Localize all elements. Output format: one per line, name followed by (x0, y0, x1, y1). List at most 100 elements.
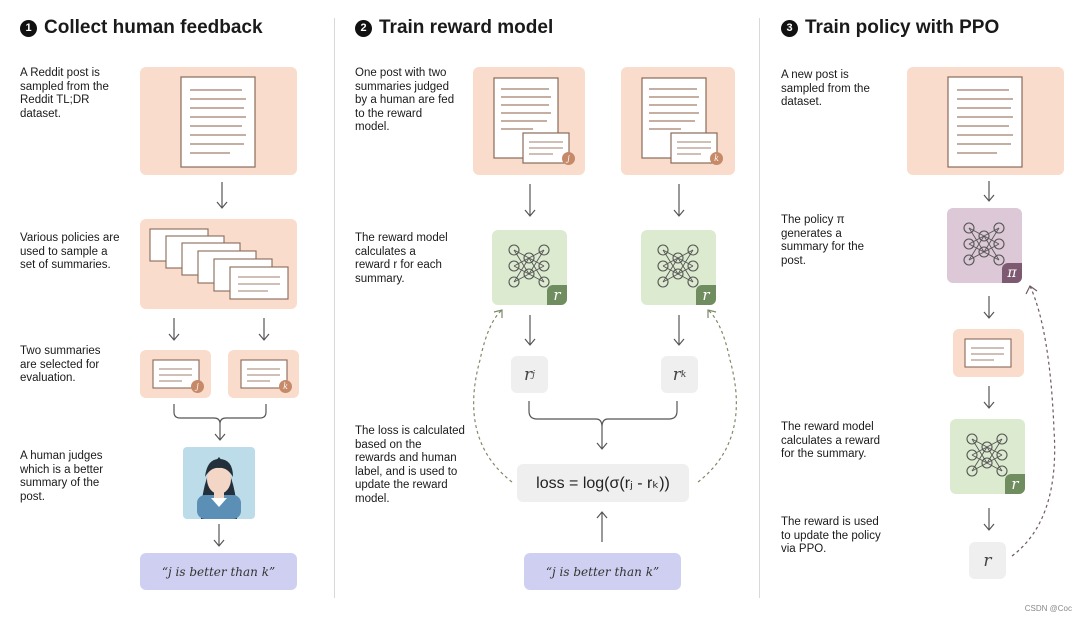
document-with-summary-icon (641, 77, 718, 164)
network-edge (513, 249, 530, 259)
reward-model-j: r (492, 230, 567, 305)
network-node (657, 260, 669, 272)
description-text: One post with two summaries judged by a … (355, 67, 455, 133)
network-node (657, 276, 669, 288)
network-node (981, 441, 993, 453)
network-edge (968, 235, 985, 245)
network-edge (662, 257, 679, 267)
arrow-down-icon (168, 318, 180, 341)
network-node (508, 276, 520, 288)
network-edge (986, 462, 1003, 472)
ppo-update-arrow (1011, 285, 1056, 557)
post-with-summary-k: k (621, 67, 735, 175)
summary-k-badge: k (279, 380, 292, 393)
post-with-summary-j: j (473, 67, 585, 175)
arrow-down-icon (673, 315, 685, 346)
step-number-badge: 1 (20, 19, 37, 37)
network-node (508, 244, 520, 256)
loss-formula-box: loss = log(σ(rⱼ - rₖ)) (517, 464, 689, 502)
network-node (687, 244, 699, 256)
network-edge (513, 273, 530, 283)
description-text: The loss is calculated based on the rewa… (355, 425, 465, 505)
network-edge (528, 265, 545, 275)
human-judge-avatar (183, 447, 255, 519)
network-node (996, 449, 1008, 461)
reward-badge: r (1005, 474, 1025, 494)
network-edge (971, 438, 988, 448)
neural-network-icon (963, 222, 1005, 266)
description-text: The reward is used to update the policy … (781, 516, 881, 555)
network-node (523, 252, 535, 264)
reward-symbol: r (672, 364, 681, 385)
network-node (966, 465, 978, 477)
description-text: Two summaries are selected for evaluatio… (20, 345, 101, 384)
sampled-summaries-card (140, 219, 297, 309)
network-node (657, 244, 669, 256)
policy-badge: π (1002, 263, 1022, 283)
reward-badge: r (547, 285, 567, 305)
person-icon (197, 457, 241, 519)
network-edge (983, 251, 1000, 261)
arrow-down-icon (524, 184, 536, 217)
network-node (687, 260, 699, 272)
network-node (966, 433, 978, 445)
network-node (963, 254, 975, 266)
summary-icon (964, 338, 1012, 368)
merge-bracket-icon (173, 404, 267, 441)
network-edge (983, 243, 1000, 253)
update-feedback-arrow (697, 309, 737, 483)
network-node (966, 449, 978, 461)
arrow-down-icon (983, 386, 995, 409)
human-label-box: “j is better than k” (140, 553, 297, 590)
reward-badge: r (696, 285, 716, 305)
arrow-down-icon (983, 296, 995, 319)
network-node (993, 254, 1005, 266)
network-edge (971, 446, 988, 456)
network-node (508, 260, 520, 272)
network-node (672, 252, 684, 264)
network-edge (986, 454, 1003, 464)
neural-network-icon (508, 244, 550, 288)
step-2-heading: 2 Train reward model (355, 17, 553, 39)
network-edge (677, 249, 694, 259)
description-text: The reward model calculates a reward r f… (355, 232, 448, 285)
network-node (978, 246, 990, 258)
network-edge (968, 227, 985, 237)
network-node (993, 222, 1005, 234)
network-node (993, 238, 1005, 250)
description-text: The policy π generates a summary for the… (781, 214, 865, 267)
new-post-card (907, 67, 1064, 175)
network-node (996, 465, 1008, 477)
network-node (978, 230, 990, 242)
network-edge (528, 273, 545, 283)
arrow-down-icon (524, 315, 536, 346)
network-node (981, 457, 993, 469)
summary-k-badge: k (710, 152, 723, 165)
step-number-badge: 2 (355, 19, 372, 37)
summary-j-badge: j (562, 152, 575, 165)
step-number-badge: 3 (781, 19, 798, 37)
reddit-post-card (140, 67, 297, 175)
column-divider (759, 18, 760, 598)
network-edge (677, 265, 694, 275)
network-node (538, 260, 550, 272)
description-text: A human judges which is a better summary… (20, 450, 104, 503)
network-edge (983, 227, 1000, 237)
description-text: Various policies are used to sample a se… (20, 232, 120, 271)
description-text: The reward model calculates a reward for… (781, 421, 881, 460)
merge-bracket-icon (528, 401, 678, 450)
column-divider (334, 18, 335, 598)
description-text: A new post is sampled from the dataset. (781, 69, 870, 108)
document-with-summary-icon (493, 77, 570, 164)
update-feedback-arrow (473, 309, 513, 483)
arrow-down-icon (216, 182, 228, 209)
arrow-down-icon (983, 181, 995, 202)
summary-stack-icon (149, 228, 289, 300)
network-node (538, 276, 550, 288)
network-node (963, 222, 975, 234)
arrow-down-icon (983, 508, 995, 531)
arrow-down-icon (258, 318, 270, 341)
step-1-heading: 1 Collect human feedback (20, 17, 263, 39)
